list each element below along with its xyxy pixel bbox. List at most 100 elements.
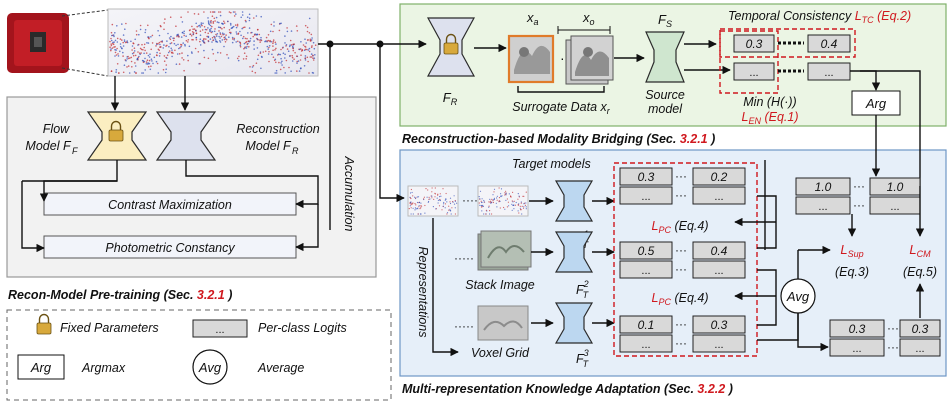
event-dot (274, 72, 277, 74)
event-dot (114, 46, 116, 48)
event-dot (270, 23, 273, 26)
event-dot (419, 208, 421, 210)
event-dot (308, 50, 311, 53)
event-dot (209, 30, 211, 32)
event-dot (219, 26, 221, 29)
event-dot (410, 201, 412, 203)
event-dot (225, 38, 228, 41)
event-dot (308, 32, 311, 34)
event-dot (117, 55, 120, 57)
event-dot (203, 41, 205, 44)
event-dot (312, 54, 314, 57)
event-dot (224, 36, 226, 38)
event-dot (253, 17, 255, 19)
event-dot (134, 38, 136, 41)
event-dot (235, 33, 238, 35)
event-dot (275, 61, 277, 64)
event-dot (313, 57, 316, 59)
event-dot (131, 45, 134, 47)
event-dot (306, 26, 309, 29)
event-dot (310, 33, 313, 36)
event-dot (110, 48, 112, 50)
event-dot (180, 45, 182, 48)
event-dot (267, 34, 270, 36)
event-dot (429, 198, 431, 200)
event-dot (256, 47, 259, 49)
event-dot (496, 197, 498, 199)
logit-box (692, 315, 746, 334)
event-dot (150, 48, 152, 51)
event-dot (123, 39, 126, 41)
event-dot (511, 191, 514, 193)
event-dot (281, 64, 283, 66)
event-dot (415, 204, 417, 206)
recon-model-label: Reconstruction (236, 122, 319, 136)
event-dot (256, 38, 259, 40)
event-dot (428, 196, 430, 198)
event-dot (219, 32, 221, 34)
event-dot (203, 56, 206, 59)
event-dot (249, 40, 251, 42)
event-dot (287, 50, 290, 52)
photometric-label: Photometric Constancy (105, 241, 235, 255)
logit-dots: ··· (675, 262, 687, 276)
logit-value: 0.2 (711, 170, 728, 184)
event-dot (176, 53, 179, 55)
event-dot (453, 203, 456, 205)
event-dot (158, 55, 161, 57)
entropy-dashed-box (719, 30, 779, 94)
event-dot (184, 43, 186, 46)
event-dot (519, 207, 522, 209)
event-dot (144, 29, 147, 31)
event-dot (207, 27, 209, 29)
event-dot (424, 204, 426, 207)
event-dot (285, 59, 288, 62)
logit-value: 0.5 (638, 244, 655, 258)
event-dot (223, 38, 226, 41)
event-dot (234, 24, 237, 26)
event-dot (242, 35, 245, 38)
event-dot (500, 188, 503, 190)
event-dot (207, 22, 210, 25)
recon-model-label-2: Model F (245, 139, 292, 153)
logit-value: 0.3 (638, 170, 655, 184)
event-dot (131, 52, 134, 55)
event-dot (478, 202, 480, 204)
event-dot (131, 49, 133, 51)
event-dot (202, 38, 205, 41)
event-dot (112, 34, 115, 36)
event-dot (309, 38, 312, 41)
event-dot (203, 26, 206, 28)
legend-average-label: Average (257, 361, 304, 375)
event-dot (157, 72, 160, 74)
event-dot (306, 48, 308, 51)
event-dot (292, 49, 295, 52)
event-dot (241, 11, 244, 13)
recon-model-sub: R (292, 146, 299, 156)
event-dot (451, 207, 453, 209)
event-dot (199, 44, 202, 46)
logit-box (899, 338, 941, 357)
event-dot (192, 33, 194, 35)
event-dot (190, 35, 193, 37)
representation-dots: ····· (462, 193, 482, 207)
event-dot (189, 33, 192, 35)
event-dot (284, 53, 286, 56)
event-dot (480, 200, 482, 202)
event-dot (235, 26, 238, 29)
event-dot (118, 72, 120, 74)
event-dot (253, 48, 255, 50)
event-dot (275, 72, 278, 74)
event-dot (442, 205, 444, 207)
event-dot (308, 47, 311, 50)
event-dot (146, 42, 148, 44)
event-dot (522, 195, 524, 197)
event-dot (260, 67, 262, 70)
event-dot (142, 61, 145, 63)
event-dot (409, 205, 411, 207)
event-dot (304, 59, 307, 61)
event-dot (110, 49, 112, 52)
event-dot (121, 47, 123, 50)
event-dot (520, 209, 522, 211)
event-dot (163, 44, 165, 46)
